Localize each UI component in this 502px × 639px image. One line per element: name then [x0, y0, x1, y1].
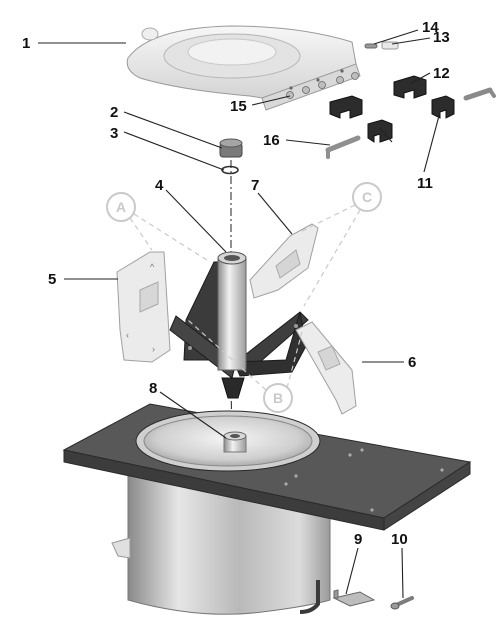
pin-right-part — [463, 87, 496, 101]
plate-part-7 — [249, 223, 319, 299]
plate-part-5: ‹ › ^ — [116, 251, 171, 363]
clamp-blocks-part-11-12 — [329, 75, 455, 143]
callout-c-group: C — [299, 182, 382, 307]
callout-12: 12 — [433, 65, 450, 82]
pin-part-14 — [364, 43, 378, 49]
callout-6: 6 — [408, 354, 416, 371]
callout-4: 4 — [155, 177, 164, 194]
callout-b-letter: B — [273, 390, 283, 406]
callout-a-letter: A — [116, 199, 126, 215]
callout-14: 14 — [422, 19, 439, 36]
seat-ring-part — [126, 25, 361, 111]
table-plate-part — [62, 403, 472, 531]
o-ring-part-3 — [221, 165, 239, 175]
callout-5: 5 — [48, 271, 56, 288]
nut-part-2 — [219, 138, 243, 158]
callout-7: 7 — [251, 177, 259, 194]
svg-text:›: › — [152, 344, 155, 354]
svg-text:^: ^ — [150, 262, 155, 272]
drain-nozzle-part-8 — [223, 431, 247, 453]
callout-a-group: A — [106, 192, 211, 263]
svg-text:‹: ‹ — [126, 330, 129, 340]
callout-2: 2 — [110, 104, 118, 121]
callout-b-group: B — [187, 319, 303, 413]
callout-16: 16 — [263, 132, 280, 149]
callout-11: 11 — [417, 175, 433, 192]
callout-10: 10 — [391, 531, 408, 548]
callout-15: 15 — [230, 98, 247, 115]
callout-c-letter: C — [362, 189, 372, 205]
callout-3: 3 — [110, 125, 118, 142]
callout-13: 13 — [433, 29, 450, 46]
callout-8: 8 — [149, 380, 157, 397]
drum-part — [111, 475, 331, 615]
callout-1: 1 — [22, 35, 30, 52]
callout-9: 9 — [354, 531, 362, 548]
l-pin-part-16 — [325, 135, 361, 159]
bracket-part-9 — [332, 589, 376, 607]
leader-lines — [38, 29, 441, 599]
screw-part-10 — [390, 596, 414, 610]
plate-part-6 — [295, 321, 357, 415]
bracket-assembly-part-4 — [169, 251, 309, 399]
